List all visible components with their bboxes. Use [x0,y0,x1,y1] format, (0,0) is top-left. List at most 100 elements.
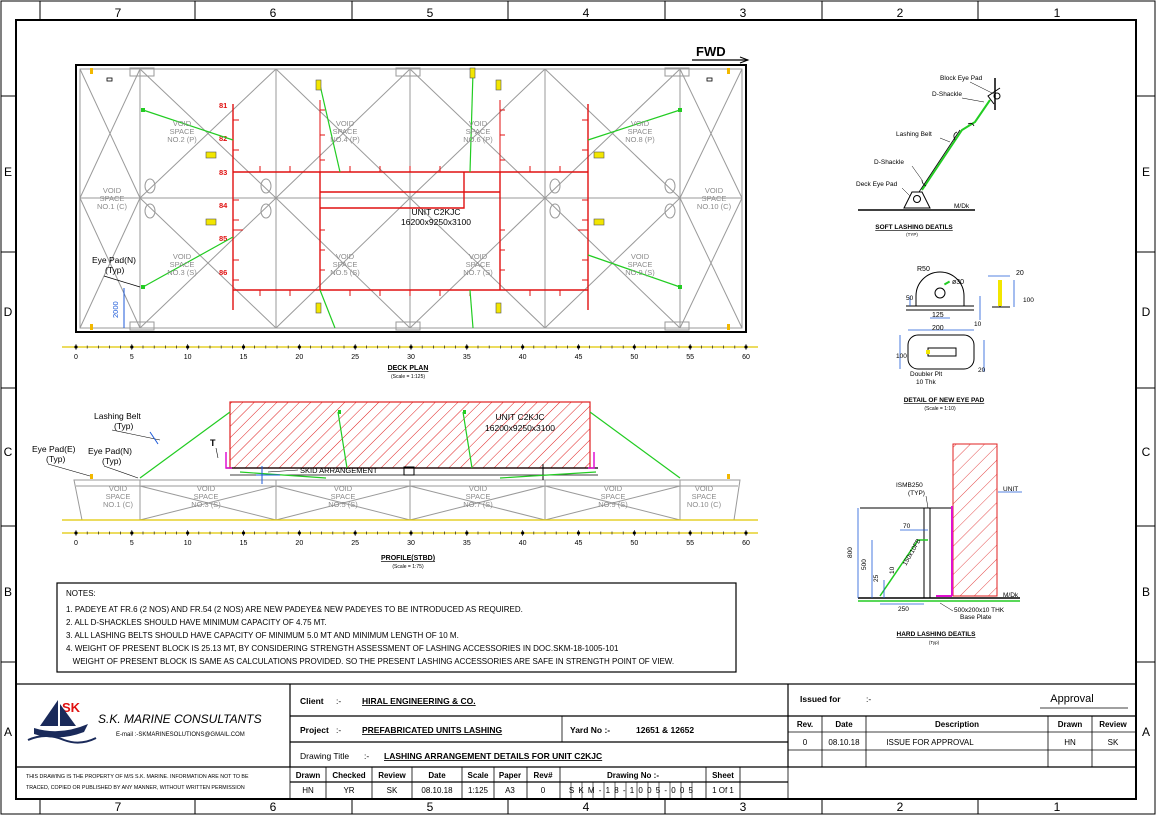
row-label-d-right: D [1142,305,1151,319]
scale-tick-label: 10 [184,540,192,547]
scale-major-dot [409,531,413,535]
void-label: NO.5 (S) [328,500,358,509]
eye-pad-d125: 125 [932,312,944,319]
scale-tick-label: 10 [184,354,192,361]
scale-tick-label: 55 [686,354,694,361]
scale-major-dot [465,345,469,349]
scale-major-dot [688,345,692,349]
scale-tick-label: 50 [630,354,638,361]
row-label-a-right: A [1142,725,1150,739]
scale-tick-label: 40 [519,354,527,361]
scale-tick-label: 40 [519,540,527,547]
client-label: Client [300,696,324,706]
void-label: SPACE [601,492,626,501]
eye-pad-d100b: 100 [896,353,907,360]
company-email: E-mail :-SKMARINESOLUTIONS@GMAIL.COM [116,732,245,738]
project-label: Project [300,725,329,735]
note-item: 4. WEIGHT OF PRESENT BLOCK IS 25.13 MT, … [66,644,619,653]
soft-lashing-typ: (TYP) [906,232,918,237]
scale-major-dot [297,531,301,535]
profile-scale: (Scale = 1:75) [392,564,424,570]
bottom-header-date: Date [428,771,446,780]
deck-plan: 81 82 83 84 85 86 [62,64,758,380]
skid-label: SKID ARRANGEMENT [300,466,378,475]
scale-major-dot [297,345,301,349]
void-label: VOID [695,484,714,493]
void-label: NO.7 (S) [463,500,493,509]
row-label-d: D [4,305,13,319]
t-label: T [210,438,216,448]
eye-pad-e-label: Eye Pad(E) [32,444,76,454]
bottom-cell-review: SK [387,786,398,795]
void-label: VOID [469,119,488,128]
project-sep: :- [336,725,341,735]
void-label: VOID [705,186,724,195]
lashing-belt-typ: (Typ) [114,421,134,431]
scale-tick-label: 50 [630,540,638,547]
deck-eye-pad-label: Deck Eye Pad [856,181,898,188]
doubler-label: Doubler Plt [910,371,942,378]
void-label: NO.6 (P) [463,135,493,144]
scale-tick-label: 45 [575,354,583,361]
col-label-1: 1 [1054,6,1061,20]
void-label: NO.10 (C) [697,202,732,211]
void-label: NO.5 (S) [330,268,360,277]
fwd-label: FWD [696,44,726,59]
void-label: VOID [109,484,128,493]
void-label: VOID [334,484,353,493]
void-label: VOID [103,186,122,195]
deck-void-labels: VOID SPACE NO.2 (P) VOID SPACE NO.4 (P) … [97,119,732,277]
void-label: NO.1 (C) [97,202,128,211]
profile-stbd: UNIT C2KJC 16200x9250x3100 SKID ARRANGEM… [32,401,758,570]
d-shackle-bottom-label: D-Shackle [874,159,904,166]
note-item: 2. ALL D-SHACKLES SHOULD HAVE MINIMUM CA… [66,618,327,627]
void-label: SPACE [702,194,727,203]
void-label: VOID [631,252,650,261]
deck-plan-title: DECK PLAN [388,365,429,372]
rev-cell-rev: 0 [803,738,808,747]
doubler-thk: 10 Thk [916,379,937,386]
col-label-5-bottom: 5 [427,800,434,814]
yard-label: Yard No :- [570,725,610,735]
dim-25: 25 [873,574,880,582]
void-label: SPACE [628,260,653,269]
eye-pad-e-typ: (Typ) [46,454,66,464]
scale-major-dot [632,345,636,349]
void-label: SPACE [692,492,717,501]
scale-major-dot [241,345,246,349]
bottom-header-drawing-no: Drawing No :- [607,771,659,780]
ismb-label: ISMB250 [896,482,923,489]
col-label-7: 7 [115,6,122,20]
bottom-header-sheet: Sheet [712,771,734,780]
bottom-cell-drawing-no: SKM-18-1005-005 [569,786,697,795]
note-item: 3. ALL LASHING BELTS SHOULD HAVE CAPACIT… [66,631,459,640]
scale-tick-label: 35 [463,354,471,361]
void-label: SPACE [333,260,358,269]
col-label-6-bottom: 6 [270,800,277,814]
soft-lashing-detail: Block Eye Pad D-Shackle Lashing Belt D-S… [856,75,1001,237]
void-label: NO.4 (P) [330,135,360,144]
deck-unit-dims: 16200x9250x3100 [401,217,471,227]
scale-major-dot [186,345,190,349]
bottom-cell-paper: A3 [505,786,515,795]
disclaimer-line-2: TRACED, COPIED OR PUBLISHED BY ANY MANNE… [26,785,245,791]
frame-label-81: 81 [219,101,227,110]
void-label: VOID [197,484,216,493]
dim-10: 10 [889,566,896,574]
eye-pad-detail: R50 ø30 50 125 10 20 100 200 100 20 Doub… [896,266,1034,412]
col-label-4: 4 [583,6,590,20]
scale-major-dot [353,345,357,349]
eye-pad-title: DETAIL OF NEW EYE PAD [904,397,985,404]
ismb-typ: (TYP) [908,490,925,497]
scale-tick-label: 60 [742,540,750,547]
note-item: 1. PADEYE AT FR.6 (2 NOS) AND FR.54 (2 N… [66,605,523,614]
scale-tick-label: 5 [130,354,134,361]
note-item: WEIGHT OF PRESENT BLOCK IS SAME AS CALCU… [66,657,674,666]
rev-cell-date: 08.10.18 [828,738,860,747]
scale-tick-label: 15 [240,354,248,361]
dim-800: 800 [847,547,854,558]
void-label: SPACE [466,260,491,269]
bottom-header-checked: Checked [332,771,365,780]
drawing-title-label: Drawing Title [300,751,349,761]
